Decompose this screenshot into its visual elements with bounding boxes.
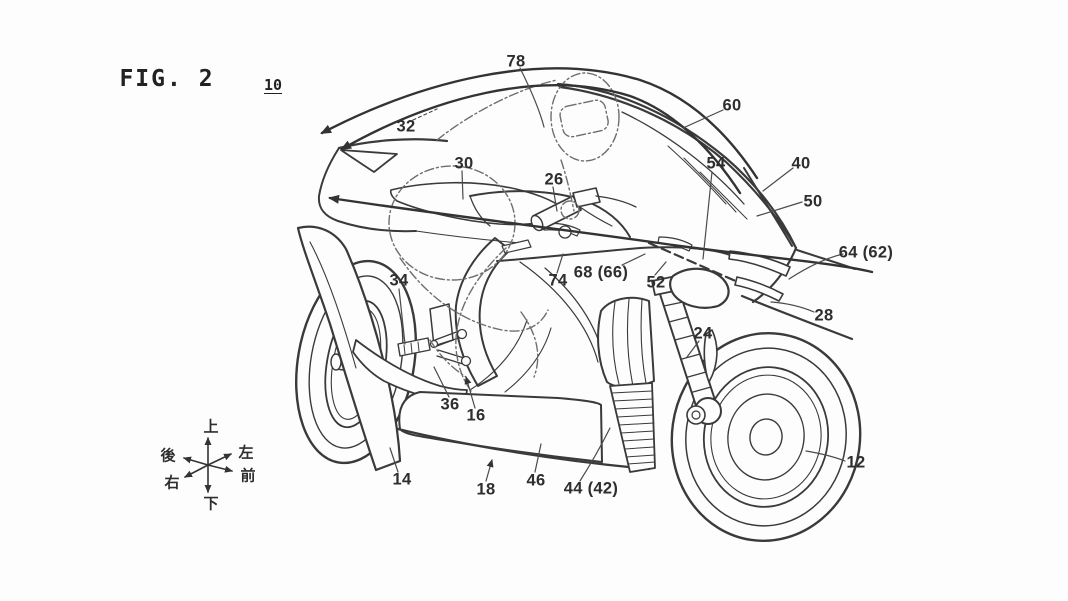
rider-phantom-outline: [388, 72, 620, 392]
leader-lines: [389, 67, 846, 482]
ref-label-30: 30: [454, 154, 474, 173]
ref-label-24: 24: [693, 324, 713, 343]
ref-label-36: 36: [440, 395, 460, 414]
direction-label-right: 右: [164, 474, 180, 492]
ref-label-60: 60: [722, 96, 742, 115]
ref-label-26: 26: [544, 170, 564, 189]
ref-label-64-62: 64 (62): [838, 243, 894, 262]
ref-label-46: 46: [526, 471, 546, 490]
ref-label-12: 12: [846, 453, 866, 472]
direction-compass-axes: [183, 437, 233, 493]
tail-and-seat: [317, 138, 569, 244]
front-wheel: [670, 331, 862, 543]
step-linkage: [397, 303, 472, 367]
handlebar-assembly: [530, 187, 637, 239]
main-frame: [454, 237, 511, 387]
ref-label-28: 28: [814, 306, 834, 325]
ref-label-32: 32: [396, 117, 416, 136]
direction-label-front: 前: [240, 467, 256, 485]
radiator-louvers: [597, 296, 656, 473]
direction-label-up: 上: [203, 418, 219, 436]
ref-label-44-42: 44 (42): [563, 479, 619, 498]
ref-label-40: 40: [791, 154, 811, 173]
direction-label-down: 下: [203, 495, 219, 513]
ref-label-54: 54: [706, 154, 726, 173]
ref-label-34: 34: [389, 271, 409, 290]
ref-label-74: 74: [548, 271, 568, 290]
front-fender-pod: [669, 267, 730, 309]
direction-label-rear: 後: [160, 447, 176, 465]
figure-overall-reference: 10: [263, 76, 283, 94]
ref-label-14: 14: [392, 470, 412, 489]
direction-label-left: 左: [238, 444, 254, 462]
ref-label-52: 52: [646, 273, 666, 292]
ref-label-16: 16: [466, 406, 486, 425]
rear-wheel-cover: [296, 225, 402, 472]
figure-title: FIG. 2: [119, 66, 215, 92]
ref-label-78: 78: [506, 52, 526, 71]
ref-label-50: 50: [803, 192, 823, 211]
airflow-arrows: [320, 67, 874, 274]
ref-label-18: 18: [476, 480, 496, 499]
belly-pan: [396, 319, 651, 471]
ref-label-68-66: 68 (66): [573, 263, 629, 282]
